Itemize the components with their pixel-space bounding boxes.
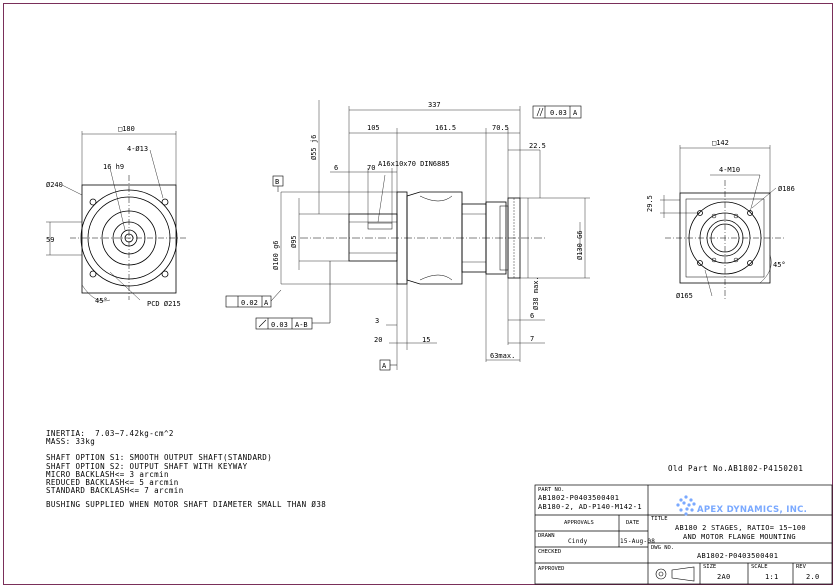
note-mass: MASS: 33kg [46,437,96,447]
dim-7: 7 [530,335,534,343]
front-view-output [46,131,188,302]
dim-6: 6 [334,164,338,172]
dim-square-142: □142 [712,139,729,147]
dim-dia-186: Ø186 [778,185,795,193]
label-date: DATE [626,520,640,526]
dim-29-5: 29.5 [646,195,654,212]
dim-m10: 4-M10 [719,166,740,174]
dim-dia-130: Ø130 G6 [576,230,584,260]
label-dwg-no: DWG NO. [651,545,675,551]
datum-a: A [382,362,387,370]
datum-b: B [275,178,279,186]
label-key: A16x10x70 DIN6885 [378,160,450,168]
title-line-1: AB180 2 STAGES, RATIO= 15~100 [675,524,806,532]
dim-angle-45: 45° [95,297,108,305]
dim-22-5: 22.5 [529,142,546,150]
dim-15: 15 [422,336,430,344]
dim-angle-45b: 45° [773,261,786,269]
label-title: TITLE [651,516,668,522]
tol-runout-datum: A-B [295,321,308,329]
dim-161-5: 161.5 [435,124,456,132]
title-block-grid [534,484,833,585]
label-drawn: DRAWN [538,533,555,539]
dwg-no: AB1802-P0403500401 [697,552,779,560]
dim-20: 20 [374,336,382,344]
label-approvals: APPROVALS [564,520,594,526]
dim-dia-240: Ø240 [46,181,63,189]
size-value: 2A0 [717,573,731,581]
label-checked: CHECKED [538,549,562,555]
label-approved: APPROVED [538,566,565,572]
tol-runout: 0.03 [271,321,288,329]
dim-keyway: 16 h9 [103,163,124,171]
drawing-border [3,3,833,585]
projection-symbol-icon [655,566,695,582]
front-view-motor [660,145,785,300]
dim-holes-13: 4-Ø13 [127,145,148,153]
dim-63-max: 63max. [490,352,515,360]
dim-pcd: PCD Ø215 [147,300,181,308]
notes-block: INERTIA: 7.03~7.42kg-cm^2 MASS: 33kg SHA… [46,429,327,510]
note-standard-backlash: STANDARD BACKLASH<= 7 arcmin [46,486,184,496]
drawn-date: 15-Aug-08 [620,538,656,545]
side-view [225,100,590,371]
dim-dia-38: Ø38 max. [532,276,540,310]
title-line-2: AND MOTOR FLANGE MOUNTING [683,533,796,541]
dim-70: 70 [367,164,375,172]
label-scale: SCALE [751,564,768,570]
dim-dia-165: Ø165 [676,292,693,300]
part-no-2: AB180-2, AD-P140-M142-1 [538,503,642,511]
note-micro-backlash: MICRO BACKLASH<= 3 arcmin [46,469,169,479]
note-inertia: INERTIA: 7.03~7.42kg-cm^2 [46,429,174,438]
tol-parallel: 0.03 [550,109,567,117]
dim-dia-95: Ø95 [290,235,298,248]
dim-105: 105 [367,124,380,132]
tol-flatness: 0.02 [241,299,258,307]
scale-value: 1:1 [765,573,779,581]
dim-337: 337 [428,101,441,109]
part-no-1: AB1802-P0403500401 [538,494,620,502]
dim-70-5: 70.5 [492,124,509,132]
label-part-no: PART NO. [538,487,565,493]
dim-6b: 6 [530,312,534,320]
dim-square-180: □180 [118,125,135,133]
dim-dia-55: Ø55 j6 [310,135,318,160]
dim-59: 59 [46,236,54,244]
note-bushing: BUSHING SUPPLIED WHEN MOTOR SHAFT DIAMET… [46,500,327,510]
tol-parallel-datum: A [573,109,578,117]
note-shaft-s1: SHAFT OPTION S1: SMOOTH OUTPUT SHAFT(STA… [46,453,273,463]
company-logo-icon [676,495,696,516]
company-name: APEX DYNAMICS, INC. [697,505,808,515]
old-part-number: Old Part No.AB1802-P4150201 [668,464,804,473]
tol-flatness-datum: A [264,299,269,307]
dim-dia-160: Ø160 g6 [272,240,280,270]
dim-3: 3 [375,317,379,325]
note-shaft-s2: SHAFT OPTION S2: OUTPUT SHAFT WITH KEYWA… [46,461,248,471]
note-reduced-backlash: REDUCED BACKLASH<= 5 arcmin [46,478,179,488]
label-size: SIZE [703,564,717,570]
drawn-by: Cindy [568,538,588,545]
rev-value: 2.0 [806,573,820,581]
label-rev: REV [796,564,806,570]
